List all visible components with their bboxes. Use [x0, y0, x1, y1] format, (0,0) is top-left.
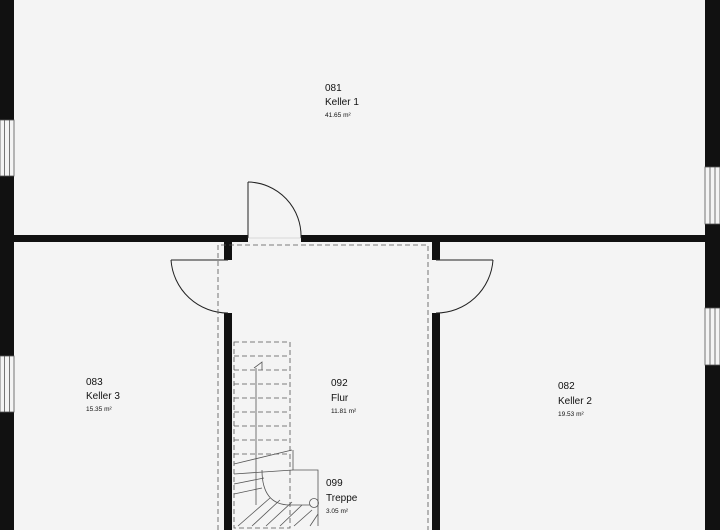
door-keller-1: [247, 181, 302, 239]
room-name: Keller 1: [325, 97, 359, 108]
room-number: 083: [86, 377, 103, 388]
stair-arrow: [253, 361, 263, 370]
stair-start-marker: [309, 498, 319, 508]
room-area: 41.65 m²: [325, 112, 351, 119]
room-label-keller-2: 082 Keller 2 19.53 m²: [558, 381, 592, 418]
stair-curve: [261, 469, 310, 506]
room-number: 081: [325, 83, 342, 94]
windows: [0, 119, 720, 413]
window-left-lower: [0, 355, 15, 413]
wall-right: [705, 0, 720, 530]
room-area: 11.81 m²: [331, 408, 357, 415]
room-label-keller-3: 083 Keller 3 15.35 m²: [86, 377, 120, 413]
wall-corridor-left-top: [224, 242, 232, 260]
room-label-flur: 092 Flur 11.81 m²: [331, 378, 357, 415]
room-label-treppe: 099 Treppe 3.05 m²: [326, 478, 358, 515]
room-label-keller-1: 081 Keller 1 41.65 m²: [325, 83, 359, 119]
wall-left: [0, 0, 14, 530]
window-right-lower: [704, 307, 720, 366]
wall-corridor-left: [224, 313, 232, 530]
room-area: 15.35 m²: [86, 406, 112, 413]
room-name: Keller 2: [558, 396, 592, 407]
door-keller-2: [435, 259, 494, 314]
window-left-upper: [0, 119, 15, 177]
room-name: Treppe: [326, 493, 358, 504]
interior-walls: [14, 235, 705, 530]
room-area: 19.53 m²: [558, 411, 584, 418]
wall-corridor-right: [432, 313, 440, 530]
room-name: Keller 3: [86, 391, 120, 402]
staircase: [233, 355, 319, 527]
wall-corridor-right-top: [432, 242, 440, 260]
stair-upper-outline: [233, 341, 291, 529]
room-name: Flur: [331, 393, 349, 404]
room-number: 099: [326, 478, 343, 489]
room-number: 092: [331, 378, 348, 389]
dashed-outlines: [217, 244, 429, 530]
room-area: 3.05 m²: [326, 508, 349, 515]
window-right-upper: [704, 166, 720, 225]
wall-horizontal-left: [14, 235, 248, 242]
wall-horizontal-right: [301, 235, 705, 242]
room-number: 082: [558, 381, 575, 392]
